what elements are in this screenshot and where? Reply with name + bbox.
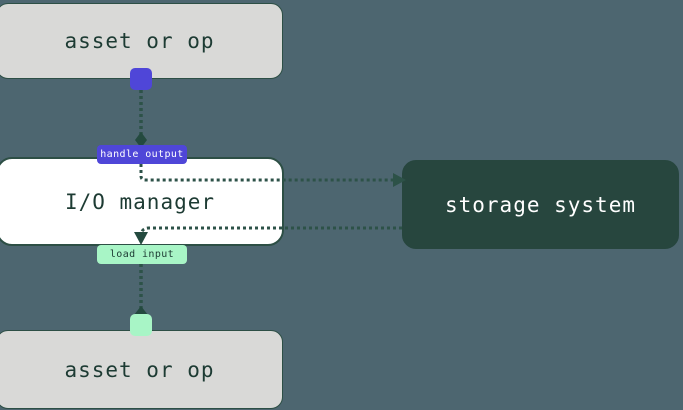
node-asset-or-op-bottom[interactable]: asset or op bbox=[0, 330, 283, 409]
edge-read-from-storage bbox=[134, 226, 402, 245]
edge-handle-output bbox=[135, 90, 147, 148]
node-label: I/O manager bbox=[64, 189, 216, 214]
node-asset-or-op-top[interactable]: asset or op bbox=[0, 3, 283, 79]
node-label: storage system bbox=[444, 192, 636, 217]
edge-label-text: handle output bbox=[100, 149, 184, 160]
input-port-handle[interactable] bbox=[130, 314, 152, 336]
edge-label-load-input[interactable]: load input bbox=[97, 245, 187, 264]
node-label: asset or op bbox=[64, 357, 215, 382]
edge-write-to-storage bbox=[139, 164, 406, 187]
edge-label-text: load input bbox=[109, 249, 175, 260]
output-port-handle[interactable] bbox=[130, 68, 152, 90]
node-label: asset or op bbox=[64, 29, 215, 53]
edge-label-handle-output[interactable]: handle output bbox=[97, 145, 187, 164]
node-storage-system[interactable]: storage system bbox=[402, 160, 679, 249]
